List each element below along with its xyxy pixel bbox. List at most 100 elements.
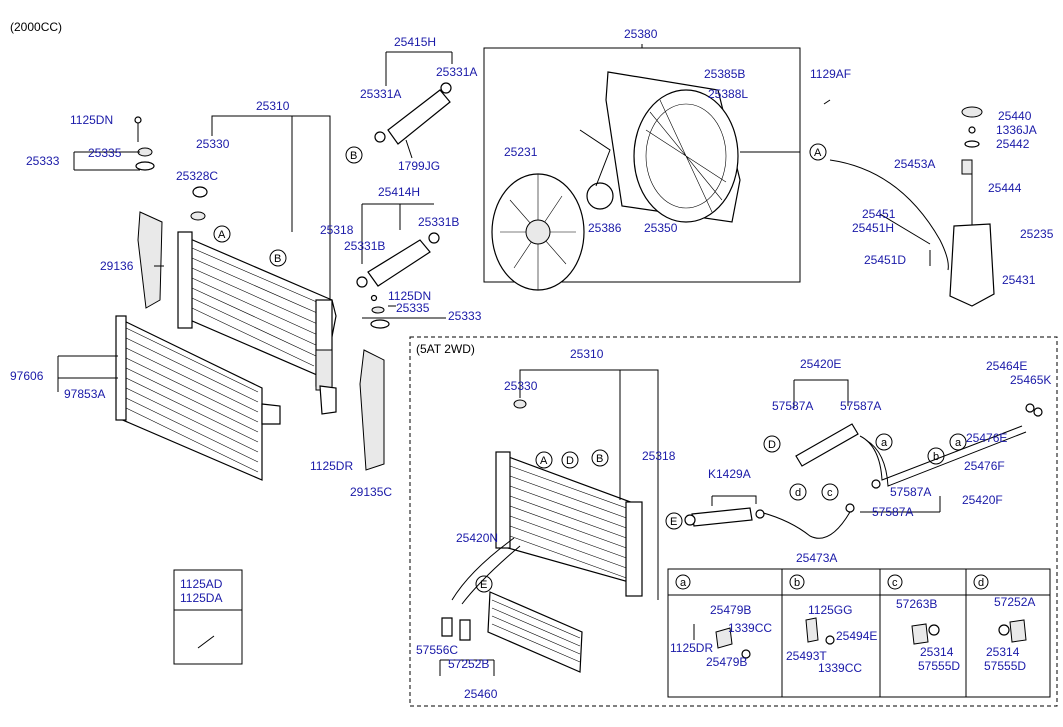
label-25385B: 25385B (704, 67, 745, 81)
variant-box (409, 336, 1058, 707)
ref-B-3: B (596, 453, 603, 465)
label-25493T: 25493T (786, 649, 827, 663)
label-25479B-2: 25479B (706, 655, 747, 669)
label-25333-2: 25333 (448, 309, 482, 323)
ref-c-1: c (827, 487, 833, 499)
label-1125DR-2: 1125DR (670, 641, 713, 655)
ref-b-1: b (933, 451, 939, 463)
label-57587A-4: 57587A (872, 505, 913, 519)
label-1339CC-1: 1339CC (728, 621, 772, 635)
ref-B-2: B (350, 150, 357, 162)
ref-d-1: d (795, 487, 801, 499)
lower-hose (356, 232, 440, 329)
label-57252A: 57252A (994, 595, 1035, 609)
label-1125GG: 1125GG (808, 603, 852, 617)
label-25476E: 25476E (966, 431, 1007, 445)
engine-header: (2000CC) (10, 20, 62, 34)
label-97606: 97606 (10, 369, 44, 383)
label-1339CC-2: 1339CC (818, 661, 862, 675)
label-25330-2: 25330 (504, 379, 538, 393)
label-25420F: 25420F (962, 493, 1003, 507)
legend-part-icons (693, 617, 1027, 659)
label-25330-1: 25330 (196, 137, 230, 151)
label-25231: 25231 (504, 145, 538, 159)
reference-circles (213, 143, 967, 593)
label-25473A: 25473A (796, 551, 837, 565)
label-25420E: 25420E (800, 357, 841, 371)
label-25451D: 25451D (864, 253, 906, 267)
label-25310-1: 25310 (256, 99, 290, 113)
bolt-box (173, 569, 243, 665)
label-25440: 25440 (998, 109, 1032, 123)
label-25310-2: 25310 (570, 347, 604, 361)
label-25444: 25444 (988, 181, 1022, 195)
bolt-icon (197, 635, 215, 649)
legend-header-b: b (794, 577, 800, 589)
label-1336JA: 1336JA (996, 123, 1037, 137)
label-25460: 25460 (464, 687, 498, 701)
ref-E-2: E (480, 579, 487, 591)
label-57587A-1: 57587A (772, 399, 813, 413)
label-25335-2: 25335 (396, 301, 430, 315)
label-25451H: 25451H (852, 221, 894, 235)
label-25476F: 25476F (964, 459, 1005, 473)
legend-header-d: d (978, 577, 984, 589)
ref-A-3: A (540, 455, 548, 467)
fan-assembly-box (483, 47, 801, 291)
variant-header: (5AT 2WD) (416, 342, 475, 356)
label-25328C: 25328C (176, 169, 218, 183)
label-57587A-3: 57587A (890, 485, 931, 499)
ref-A-2: A (814, 147, 822, 159)
condenser (115, 315, 281, 481)
label-1129AF: 1129AF (810, 67, 851, 81)
legend-header-a: a (680, 577, 687, 589)
label-25331B-2: 25331B (344, 239, 385, 253)
label-57263B: 57263B (896, 597, 937, 611)
label-25333-1: 25333 (26, 154, 60, 168)
label-25420N: 25420N (456, 531, 498, 545)
label-25235: 25235 (1020, 227, 1054, 241)
ref-A-1: A (218, 229, 226, 241)
label-25442: 25442 (996, 137, 1030, 151)
part-labels: 25415H 25331A 25331A 1799JG 25380 25385B… (10, 27, 1054, 701)
reservoir (829, 106, 995, 307)
ref-a-1: a (881, 437, 888, 449)
label-25318-2: 25318 (642, 449, 676, 463)
label-57555D-2: 57555D (984, 659, 1026, 673)
label-25331B-1: 25331B (418, 215, 459, 229)
label-57556C: 57556C (416, 643, 458, 657)
label-57252B: 57252B (448, 657, 489, 671)
upper-radiator (177, 231, 337, 415)
radiator-cap-parts (134, 116, 208, 221)
label-25494E: 25494E (836, 629, 877, 643)
label-25380: 25380 (624, 27, 658, 41)
upper-hose (374, 82, 452, 159)
label-25479B-1: 25479B (710, 603, 751, 617)
label-25386: 25386 (588, 221, 622, 235)
leader-lines (57, 44, 941, 676)
ref-E-1: E (670, 516, 677, 528)
legend-header-c: c (892, 577, 898, 589)
label-25464E: 25464E (986, 359, 1027, 373)
label-1125DN-2: 1125DN (388, 289, 431, 303)
label-25314-2: 25314 (986, 645, 1020, 659)
label-25414H: 25414H (378, 185, 420, 199)
label-29135C: 29135C (350, 485, 392, 499)
lower-radiator (495, 399, 643, 597)
ref-a-2: a (955, 437, 962, 449)
label-25465K: 25465K (1010, 373, 1051, 387)
label-29136: 29136 (100, 259, 134, 273)
label-1799JG: 1799JG (398, 159, 440, 173)
label-1125DR-1: 1125DR (310, 459, 353, 473)
label-25331A-1: 25331A (360, 87, 401, 101)
ref-B-1: B (274, 253, 281, 265)
label-25453A: 25453A (894, 157, 935, 171)
label-25431: 25431 (1002, 273, 1036, 287)
air-guard-left (137, 211, 163, 309)
label-K1429A: K1429A (708, 467, 751, 481)
label-1125DA: 1125DA (180, 591, 222, 605)
ref-D-1: D (566, 455, 574, 467)
legend-table (667, 568, 1051, 698)
